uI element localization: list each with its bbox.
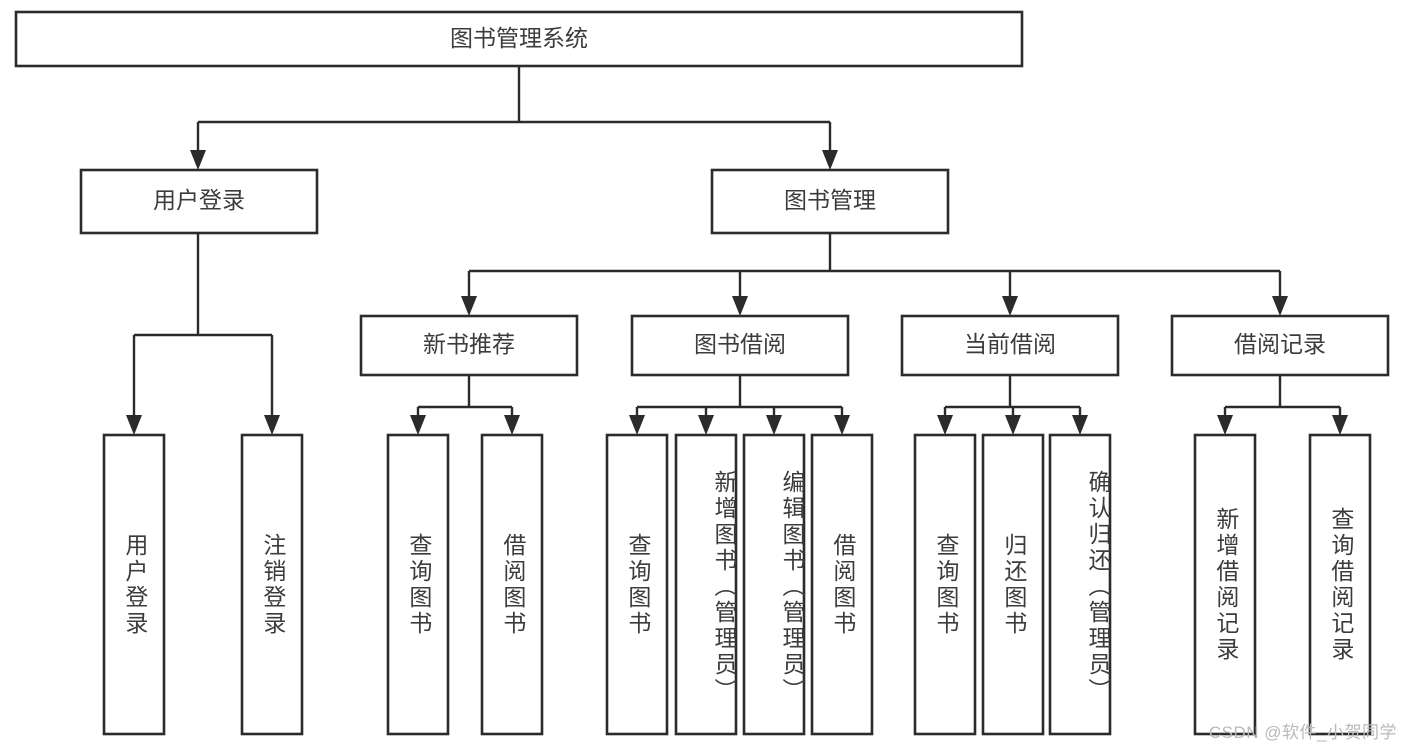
leaf-box-current-borrow-2[interactable] bbox=[981, 433, 1045, 736]
node-root-label: 图书管理系统 bbox=[450, 25, 588, 51]
leaf-box-current-borrow-3[interactable] bbox=[1048, 433, 1112, 736]
node-new-book[interactable]: 新书推荐 bbox=[359, 314, 579, 377]
leaf-box-user-login-2[interactable] bbox=[240, 433, 304, 736]
arrow-root-to-books bbox=[822, 150, 838, 170]
leaf-box-current-borrow-1[interactable] bbox=[913, 433, 977, 736]
leaf-box-borrow-record-2[interactable] bbox=[1308, 433, 1372, 736]
node-book-borrow-label: 图书借阅 bbox=[694, 331, 786, 357]
node-current-borrow[interactable]: 当前借阅 bbox=[900, 314, 1120, 377]
arrow-user-leaf-2 bbox=[264, 415, 280, 435]
node-book-manage[interactable]: 图书管理 bbox=[710, 168, 950, 235]
node-borrow-record-box[interactable] bbox=[1170, 314, 1390, 377]
leaf-box-new-book-1[interactable] bbox=[386, 433, 450, 736]
connector-group-borrow-record bbox=[1217, 375, 1348, 435]
leaf-box-new-book-2[interactable] bbox=[480, 433, 544, 736]
arrow-current-leaf-3 bbox=[1072, 415, 1088, 435]
connector-group-book-manage bbox=[461, 233, 1288, 316]
node-book-borrow[interactable]: 图书借阅 bbox=[630, 314, 850, 377]
arrow-newbook-leaf-2 bbox=[504, 415, 520, 435]
arrow-borrow-leaf-3 bbox=[766, 415, 782, 435]
node-user-login[interactable]: 用户登录 bbox=[79, 168, 319, 235]
leaf-box-book-borrow-2[interactable] bbox=[674, 433, 738, 736]
node-book-manage-label: 图书管理 bbox=[784, 187, 876, 213]
arrow-user-leaf-1 bbox=[126, 415, 142, 435]
arrow-books-child-4 bbox=[1272, 296, 1288, 316]
leaf-box-borrow-record-1[interactable] bbox=[1193, 433, 1257, 736]
node-root-box[interactable] bbox=[14, 10, 1024, 68]
leaf-box-book-borrow-4[interactable] bbox=[810, 433, 874, 736]
connector-group-root bbox=[190, 66, 838, 170]
node-current-borrow-box[interactable] bbox=[900, 314, 1120, 377]
arrow-current-leaf-1 bbox=[937, 415, 953, 435]
node-user-login-label: 用户登录 bbox=[153, 187, 245, 213]
node-current-borrow-label: 当前借阅 bbox=[964, 331, 1056, 357]
node-new-book-box[interactable] bbox=[359, 314, 579, 377]
arrow-newbook-leaf-1 bbox=[410, 415, 426, 435]
node-root[interactable]: 图书管理系统 bbox=[14, 10, 1024, 68]
node-user-login-box[interactable] bbox=[79, 168, 319, 235]
connector-group-current-borrow bbox=[937, 375, 1088, 435]
arrow-books-child-1 bbox=[461, 296, 477, 316]
node-book-manage-box[interactable] bbox=[710, 168, 950, 235]
node-borrow-record-label: 借阅记录 bbox=[1234, 331, 1326, 357]
arrow-books-child-2 bbox=[732, 296, 748, 316]
arrow-borrow-leaf-2 bbox=[698, 415, 714, 435]
arrow-record-leaf-2 bbox=[1332, 415, 1348, 435]
connector-group-new-book bbox=[410, 375, 520, 435]
arrow-record-leaf-1 bbox=[1217, 415, 1233, 435]
arrow-borrow-leaf-4 bbox=[834, 415, 850, 435]
connector-group-user-login bbox=[126, 233, 280, 435]
leaf-box-book-borrow-3[interactable] bbox=[742, 433, 806, 736]
arrow-current-leaf-2 bbox=[1005, 415, 1021, 435]
arrow-root-to-user bbox=[190, 150, 206, 170]
node-new-book-label: 新书推荐 bbox=[423, 331, 515, 357]
arrow-borrow-leaf-1 bbox=[629, 415, 645, 435]
connector-group-book-borrow bbox=[629, 375, 850, 435]
node-book-borrow-box[interactable] bbox=[630, 314, 850, 377]
leaf-box-user-login-1[interactable] bbox=[102, 433, 166, 736]
node-borrow-record[interactable]: 借阅记录 bbox=[1170, 314, 1390, 377]
leaf-box-book-borrow-1[interactable] bbox=[605, 433, 669, 736]
arrow-books-child-3 bbox=[1002, 296, 1018, 316]
